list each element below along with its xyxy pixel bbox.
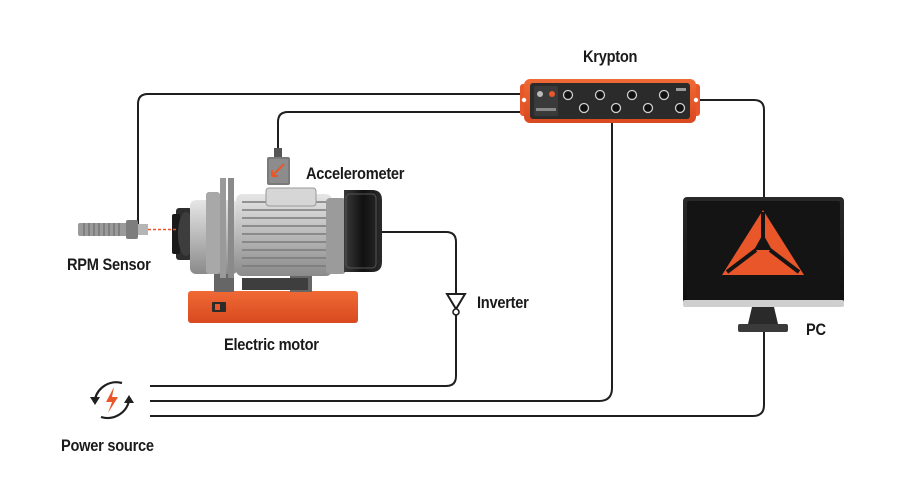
cable-pc-to-power [150, 332, 765, 417]
accelerometer-sensor-icon [267, 148, 290, 185]
krypton-label: Krypton [583, 47, 638, 66]
power-source-label: Power source [61, 436, 154, 455]
cable-motor-to-inverter [380, 231, 457, 294]
krypton-device [520, 79, 700, 123]
pc-monitor-icon [683, 197, 844, 332]
electric-motor-label: Electric motor [224, 335, 319, 354]
cable-inverter-to-power [150, 314, 457, 387]
pc-screen-logo-icon [722, 210, 804, 275]
rpm-sensor-probe-icon [78, 220, 176, 239]
inverter-symbol-icon [445, 293, 467, 316]
cable-accelerometer-to-krypton [277, 111, 522, 154]
cable-rpm-to-krypton [137, 93, 522, 226]
power-source-icon [90, 381, 134, 420]
cables [137, 93, 765, 417]
rpm-sensor-label: RPM Sensor [67, 255, 151, 274]
pc-label: PC [806, 320, 826, 339]
cable-krypton-to-pc [700, 99, 765, 198]
cable-krypton-to-power [150, 122, 613, 402]
accelerometer-label: Accelerometer [306, 164, 405, 183]
inverter-label: Inverter [477, 293, 529, 312]
electric-motor-icon [172, 178, 382, 323]
